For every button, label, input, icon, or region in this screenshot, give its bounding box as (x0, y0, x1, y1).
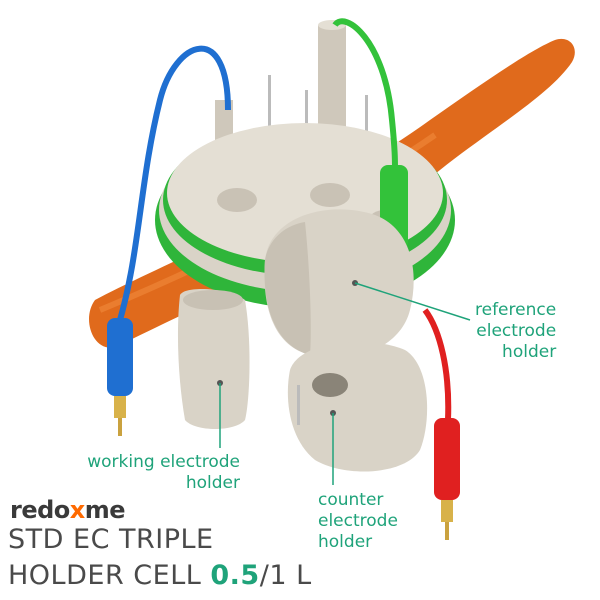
working-holder (177, 288, 250, 429)
counter-electrode-label: counter electrode holder (318, 490, 398, 553)
reference-label-line-1: reference (475, 300, 557, 320)
redoxme-logo: redoxme (10, 496, 126, 524)
counter-label-line-2: electrode (318, 511, 398, 531)
red-cable (422, 308, 460, 540)
counter-holder (287, 341, 428, 472)
product-title-line-1: STD EC TRIPLE (8, 524, 214, 555)
title-line-2-prefix: HOLDER CELL (8, 560, 211, 591)
reference-label-line-3: holder (502, 342, 557, 362)
blue-cable (107, 45, 231, 436)
reference-electrode-label: reference electrode holder (475, 300, 556, 363)
reference-label-line-2: electrode (476, 321, 557, 341)
logo-x-mark: x (69, 496, 85, 524)
working-electrode-label: working electrode holder (62, 452, 240, 494)
logo-suffix: me (84, 496, 126, 524)
reference-holder (264, 209, 414, 358)
title-volume-highlight: 0.5 (210, 560, 260, 591)
product-title-line-2: HOLDER CELL 0.5/1 L (8, 560, 312, 591)
label-leader-lines (219, 282, 471, 485)
counter-label-line-3: holder (318, 532, 373, 552)
working-label-line-2: holder (185, 473, 240, 493)
title-line-1-text: STD EC TRIPLE (8, 524, 214, 555)
logo-prefix: redo (10, 496, 70, 524)
title-line-2-suffix: /1 L (259, 560, 312, 591)
working-label-line-1: working electrode (87, 452, 240, 472)
counter-label-line-1: counter (318, 490, 384, 510)
